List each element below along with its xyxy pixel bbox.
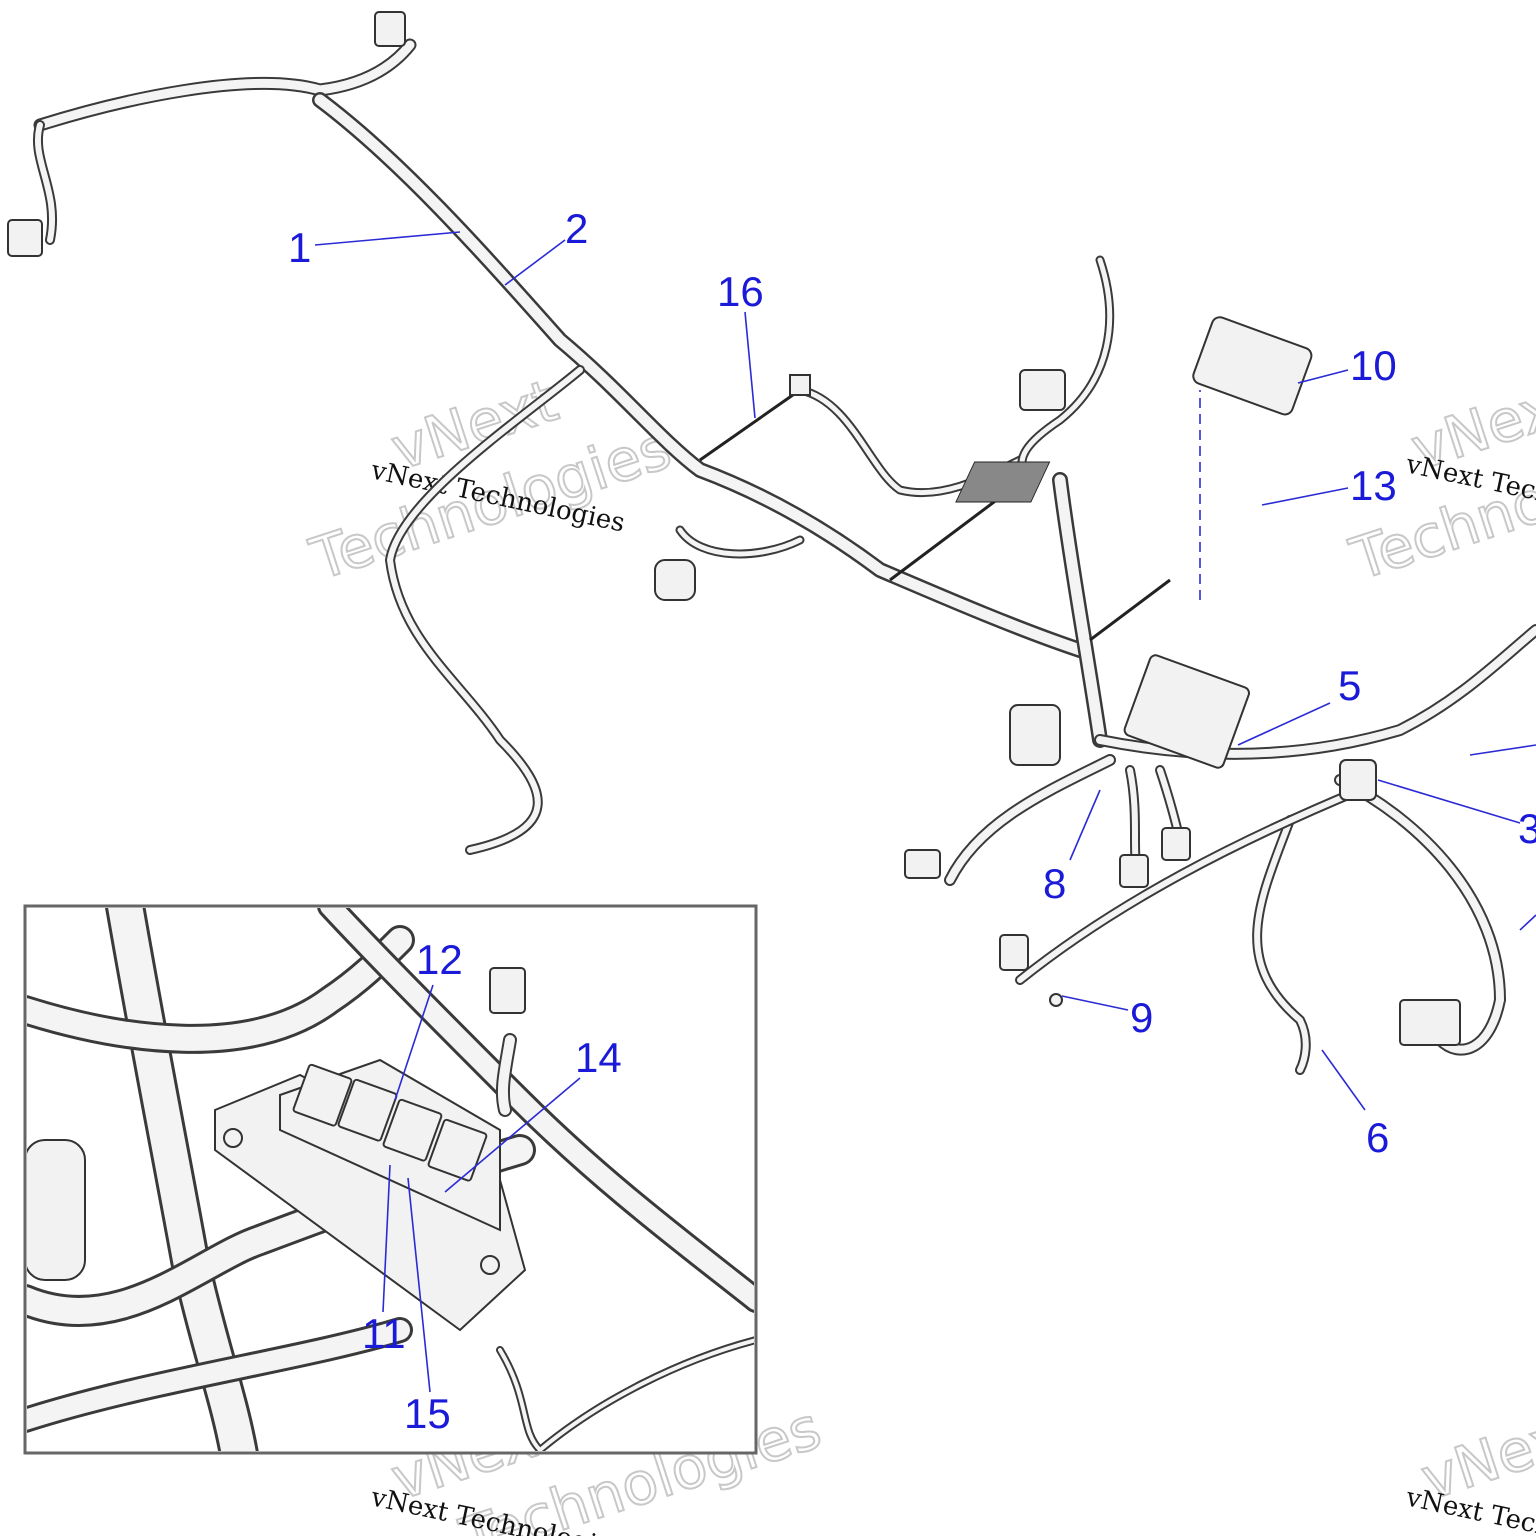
connector-mid-left <box>1009 704 1061 766</box>
connector-8b <box>1161 827 1191 861</box>
connector-lower-right <box>1399 999 1461 1046</box>
callout-8: 8 <box>1043 860 1066 907</box>
callout-1: 1 <box>288 224 311 271</box>
inset-left-part <box>27 1139 86 1281</box>
connector-top <box>374 11 406 47</box>
main-harness <box>32 38 1536 1075</box>
callout-3: 3 <box>1518 805 1536 852</box>
leader-lines <box>314 231 1536 1393</box>
callout-11: 11 <box>362 1310 406 1357</box>
callout-10: 10 <box>1350 342 1397 389</box>
callout-9: 9 <box>1130 994 1153 1041</box>
connector-lower-left <box>904 849 941 879</box>
inset-connector <box>489 967 526 1014</box>
part-3-connector <box>1339 759 1377 801</box>
connector-upper-mid <box>1019 369 1066 411</box>
callout-6: 6 <box>1366 1114 1389 1161</box>
callout-labels: 1 2 3 5 6 8 9 10 11 12 13 14 15 16 <box>288 205 1536 1437</box>
part-10-fuse-cover <box>1192 316 1313 416</box>
callout-13: 13 <box>1350 462 1397 509</box>
callout-2: 2 <box>565 205 588 252</box>
connectors <box>7 11 1461 1046</box>
connector-16 <box>789 374 811 396</box>
callout-16: 16 <box>717 268 764 315</box>
inset-relay-box <box>214 1058 527 1332</box>
inset-detail-panel <box>23 904 758 1455</box>
callout-12: 12 <box>416 936 463 983</box>
part-13-label-sheet <box>955 461 1051 503</box>
connector-8a <box>1119 854 1149 888</box>
callout-15: 15 <box>404 1390 451 1437</box>
callout-14: 14 <box>575 1034 622 1081</box>
connector-9 <box>999 934 1029 971</box>
part-9-screw <box>1049 993 1063 1007</box>
callout-5: 5 <box>1338 662 1361 709</box>
part-5-relay-box <box>1123 654 1250 769</box>
connector-left <box>7 219 43 257</box>
sensor-left <box>654 559 696 601</box>
